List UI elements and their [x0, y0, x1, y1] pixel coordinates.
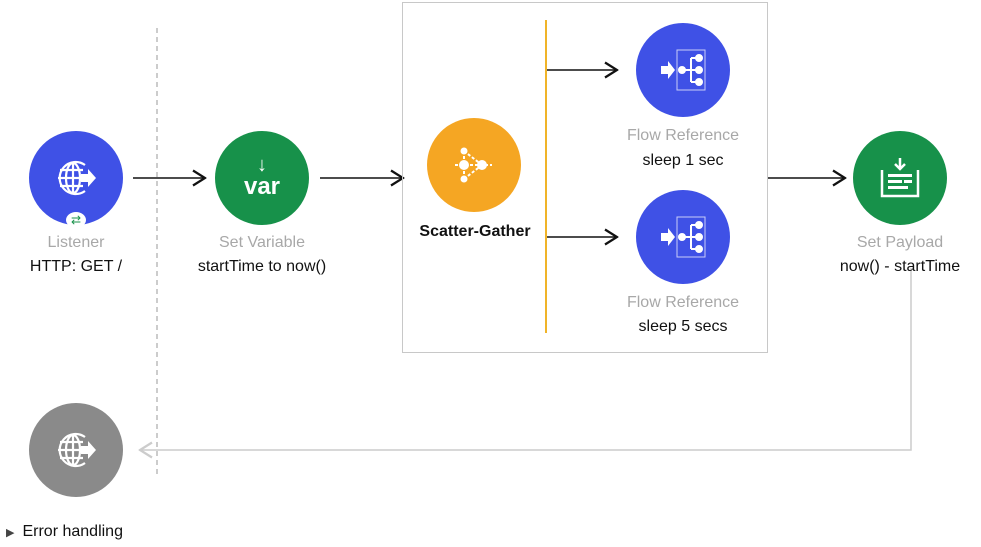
flow-reference-2-name: sleep 5 secs	[638, 318, 728, 335]
set-payload-icon	[880, 158, 920, 198]
set-variable-name: startTime to now()	[197, 258, 327, 275]
down-arrow-icon: ↓	[257, 154, 267, 176]
scatter-gather-name: Scatter-Gather	[419, 223, 531, 240]
flow-reference-1-name: sleep 1 sec	[642, 152, 724, 169]
exchange-icon: ⇄	[66, 212, 86, 228]
listener-name: HTTP: GET /	[29, 258, 123, 275]
var-icon: var	[243, 173, 281, 200]
expand-triangle-icon: ▶	[6, 526, 15, 539]
listener-type: Listener	[47, 234, 105, 251]
flow-reference-icon	[661, 216, 706, 258]
error-handling-label: Error handling	[22, 523, 123, 540]
listener-response-node[interactable]	[29, 403, 123, 497]
globe-icon	[58, 160, 96, 196]
set-payload-name: now() - startTime	[839, 258, 961, 275]
return-path	[140, 268, 912, 450]
error-handling-toggle[interactable]: ▶ Error handling	[6, 523, 123, 541]
listener-node[interactable]	[29, 131, 123, 225]
scatter-gather-scope[interactable]	[402, 2, 768, 353]
flow-reference-1-node[interactable]	[636, 23, 730, 117]
flow-reference-2-type: Flow Reference	[626, 294, 740, 311]
set-variable-node[interactable]: ↓ var	[215, 131, 309, 225]
globe-icon	[58, 432, 96, 468]
scatter-gather-node[interactable]	[427, 118, 521, 212]
flow-reference-2-node[interactable]	[636, 190, 730, 284]
set-variable-type: Set Variable	[219, 234, 305, 251]
flow-reference-1-type: Flow Reference	[626, 127, 740, 144]
set-payload-node[interactable]	[853, 131, 947, 225]
flow-reference-icon	[661, 49, 706, 91]
set-payload-type: Set Payload	[856, 234, 944, 251]
scatter-gather-icon	[455, 147, 492, 183]
